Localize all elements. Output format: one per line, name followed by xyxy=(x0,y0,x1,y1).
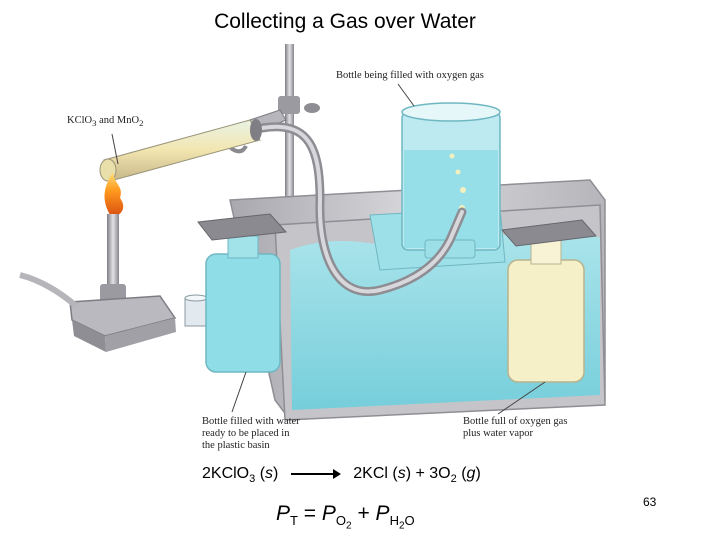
pointer-filling-bottle xyxy=(397,83,415,107)
label-reactants: KClO3 and MnO2 xyxy=(67,115,144,129)
bottle-being-filled xyxy=(401,102,501,259)
slide-title: Collecting a Gas over Water xyxy=(214,10,476,33)
bottle-filled-with-water xyxy=(197,213,288,373)
pressure-equation: PT = PO2 + PH2O xyxy=(276,502,415,532)
pointer-water-bottle xyxy=(231,371,247,413)
pointer-reactants xyxy=(111,133,119,165)
bottle-full-of-oxygen xyxy=(501,219,597,383)
stand-rod xyxy=(285,44,294,244)
page-number: 63 xyxy=(643,495,657,509)
label-bottle-water: Bottle filled with water ready to be pla… xyxy=(202,416,300,451)
bunsen-burner xyxy=(19,214,177,352)
reaction-equation: 2KClO3 (s) 2KCl (s) + 3O2 (g) xyxy=(202,465,481,486)
label-bottle-full: Bottle full of oxygen gas plus water vap… xyxy=(463,416,568,439)
pointer-oxygen-bottle xyxy=(497,381,546,415)
flame xyxy=(104,172,124,218)
small-beaker xyxy=(184,294,208,327)
test-tube xyxy=(99,119,262,182)
label-bottle-filling: Bottle being filled with oxygen gas xyxy=(336,70,484,81)
reaction-arrow xyxy=(290,468,341,479)
